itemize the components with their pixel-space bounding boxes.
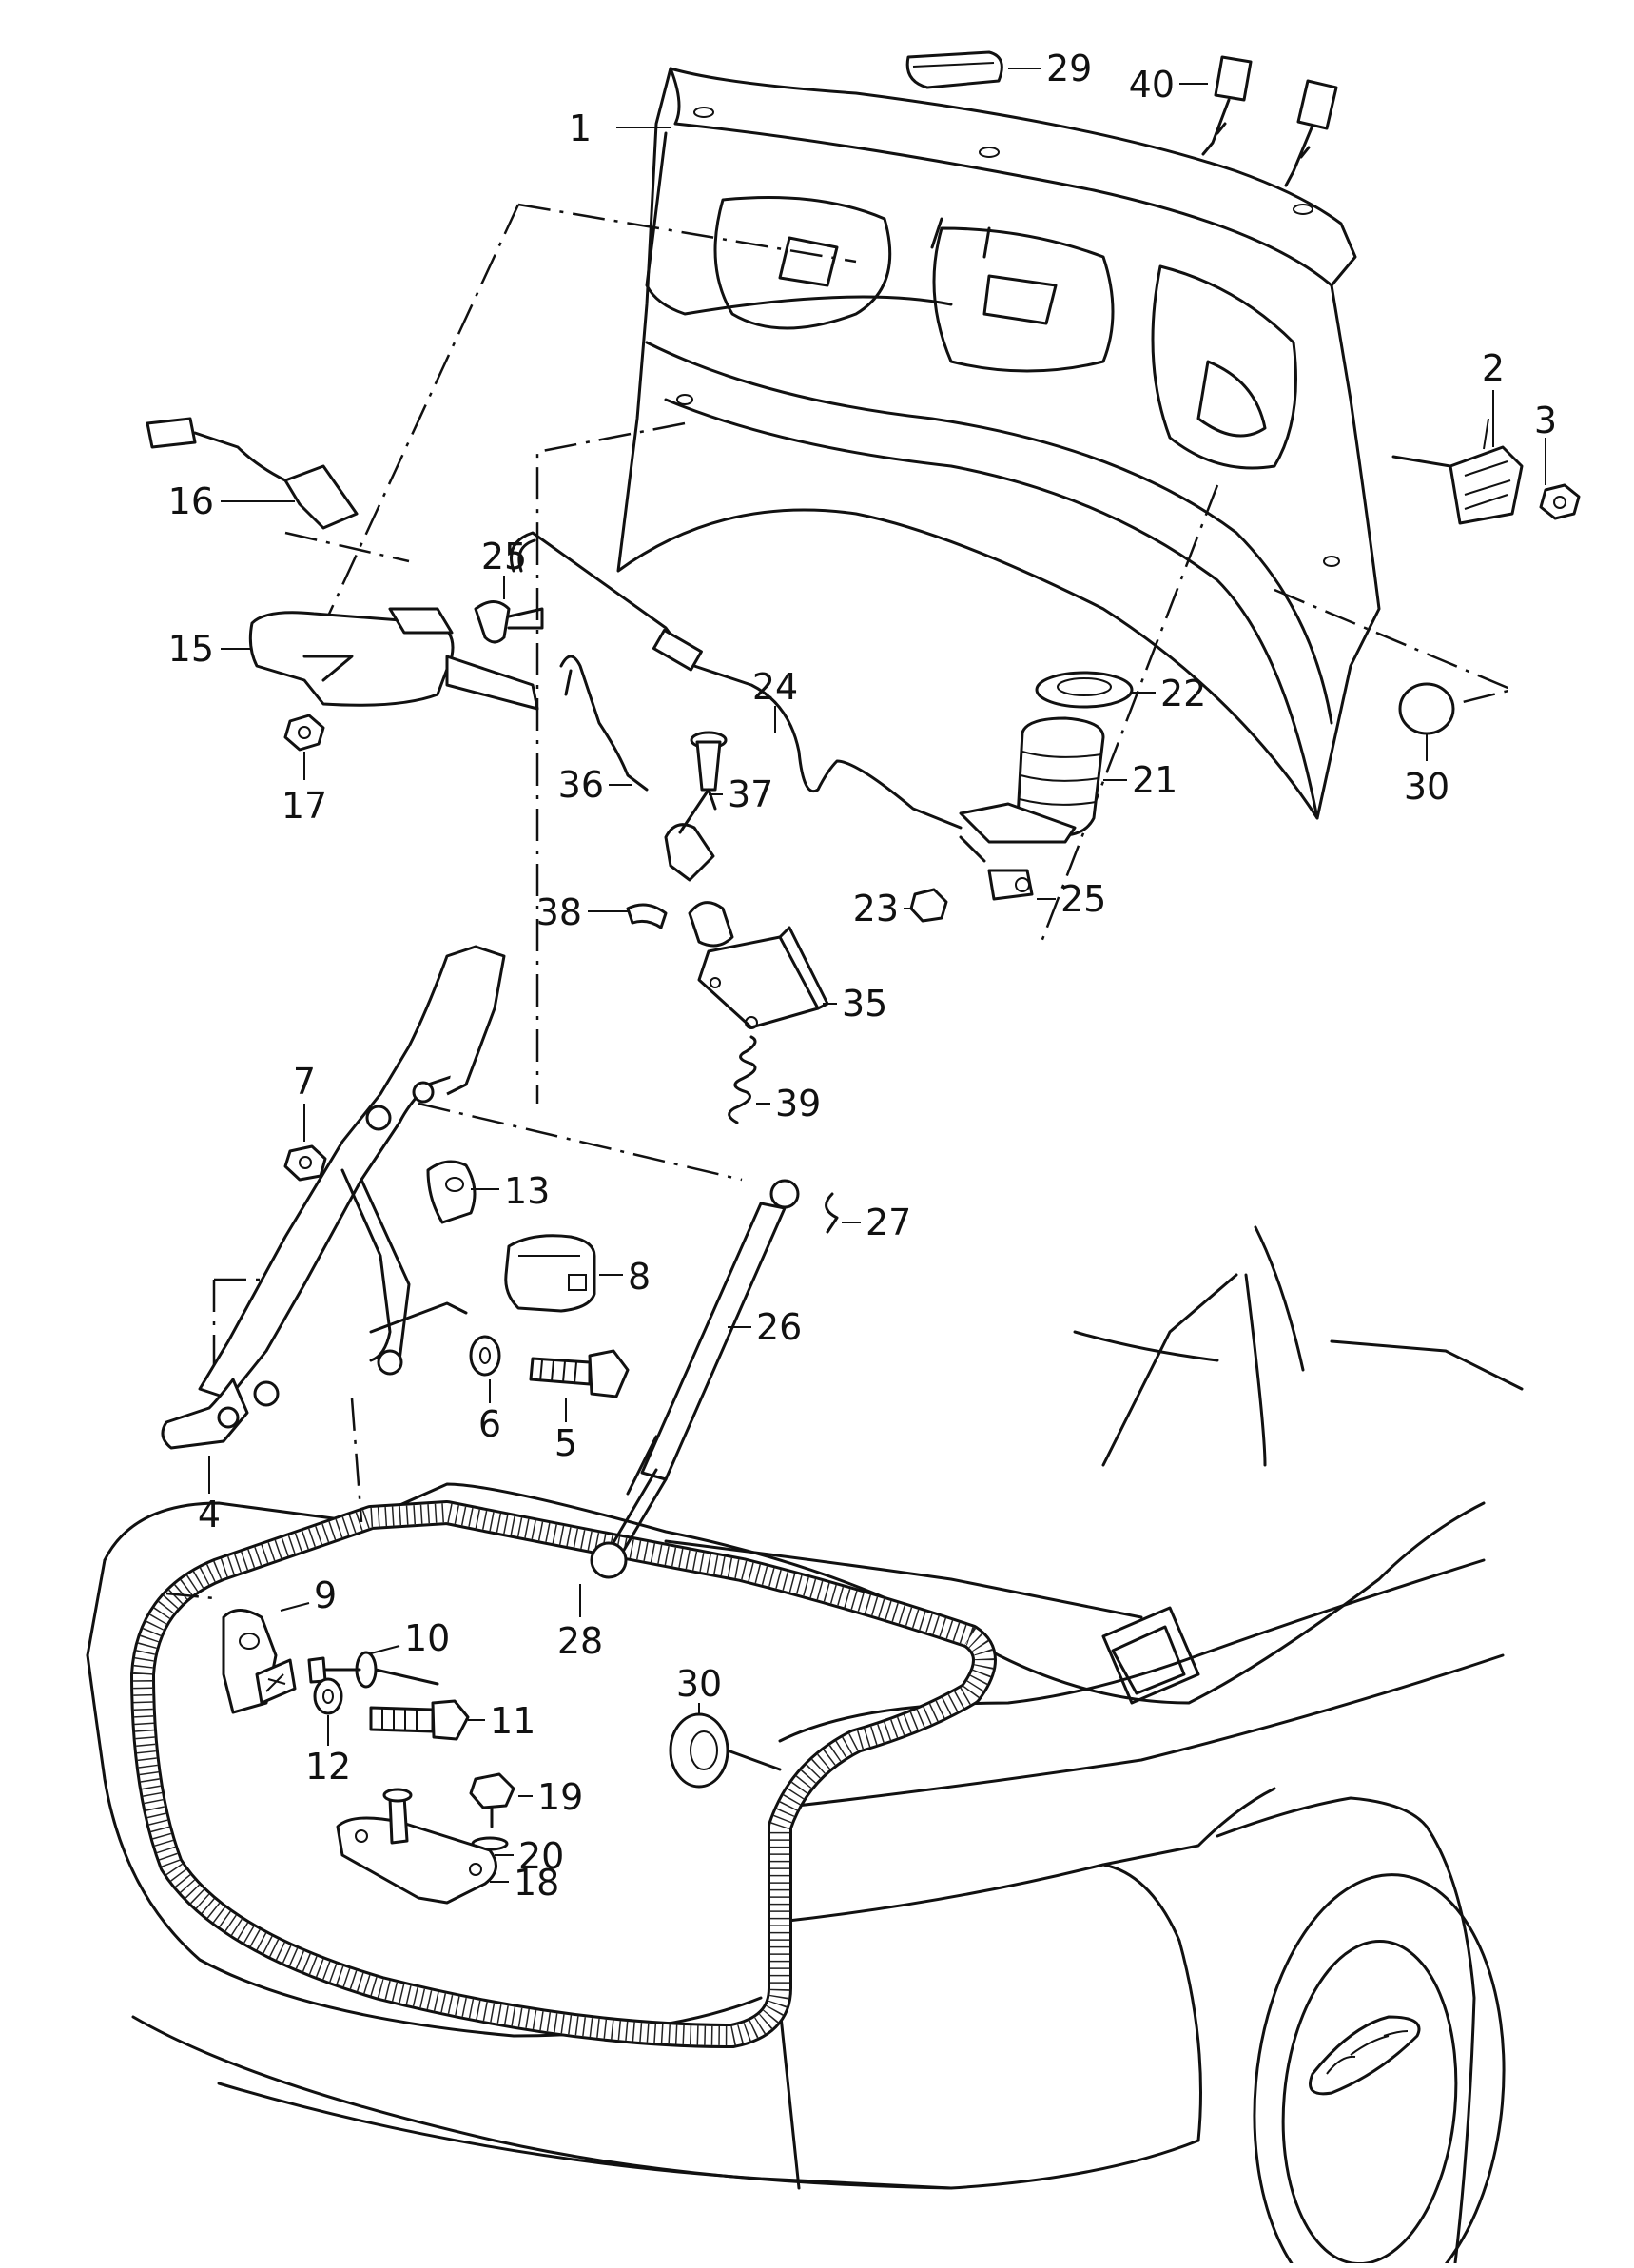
callout-11: 11 bbox=[490, 1700, 535, 1742]
part-38-clip bbox=[626, 903, 668, 929]
callout-35: 35 bbox=[842, 983, 887, 1025]
part-9-latch bbox=[222, 1609, 297, 1714]
part-5-bolt bbox=[529, 1349, 630, 1398]
part-30-grommet-lower bbox=[669, 1712, 782, 1789]
callout-30-lower: 30 bbox=[676, 1663, 722, 1705]
part-39-spring bbox=[728, 1035, 757, 1124]
car-rear-body bbox=[86, 1225, 1524, 2268]
callout-3: 3 bbox=[1534, 400, 1557, 441]
callout-2: 2 bbox=[1482, 347, 1505, 389]
callout-15: 15 bbox=[168, 628, 214, 670]
callout-28: 28 bbox=[557, 1620, 603, 1662]
trunk-weatherstrip-seal bbox=[130, 1500, 997, 2048]
part-16-connector bbox=[146, 417, 359, 530]
part-2-bracket bbox=[1391, 418, 1524, 525]
callout-1: 1 bbox=[569, 108, 592, 149]
callout-6: 6 bbox=[478, 1403, 501, 1445]
part-6-washer bbox=[469, 1335, 501, 1377]
callout-labels: 1 2 3 4 5 6 7 8 9 10 11 12 13 15 16 17 1… bbox=[168, 48, 1557, 1904]
callout-20: 20 bbox=[518, 1835, 564, 1877]
callout-12: 12 bbox=[305, 1746, 351, 1788]
callout-36: 36 bbox=[558, 764, 604, 806]
callout-17: 17 bbox=[282, 785, 327, 827]
callout-22: 22 bbox=[1160, 673, 1206, 714]
part-21-motor bbox=[959, 716, 1105, 863]
trunk-hinge bbox=[161, 945, 506, 1450]
callout-25-lower: 25 bbox=[1060, 878, 1106, 920]
callout-18: 18 bbox=[514, 1862, 559, 1904]
callout-37: 37 bbox=[728, 773, 773, 815]
part-17-nut bbox=[283, 714, 325, 752]
callout-21: 21 bbox=[1132, 759, 1177, 801]
part-23-nut bbox=[909, 888, 948, 923]
part-13-buffer bbox=[426, 1160, 477, 1224]
callout-24: 24 bbox=[752, 666, 798, 708]
part-40-keys bbox=[1179, 55, 1338, 187]
assembly-lines bbox=[165, 203, 1516, 1600]
part-18-striker-plate bbox=[336, 1788, 497, 1905]
part-37-pin bbox=[690, 731, 728, 792]
part-8-bumper bbox=[504, 1234, 596, 1313]
part-3-nut bbox=[1539, 483, 1581, 520]
part-19-nut bbox=[469, 1772, 515, 1828]
callout-10: 10 bbox=[404, 1617, 450, 1659]
callout-30-upper: 30 bbox=[1404, 766, 1449, 808]
part-7-nut bbox=[283, 1144, 327, 1182]
callout-27: 27 bbox=[866, 1202, 911, 1243]
callout-19: 19 bbox=[537, 1776, 583, 1818]
part-35-lock bbox=[664, 788, 829, 1029]
callout-40: 40 bbox=[1129, 64, 1175, 106]
trunk-lid bbox=[616, 67, 1381, 820]
part-26-gas-strut bbox=[590, 1179, 800, 1579]
callout-25-upper: 25 bbox=[481, 536, 527, 577]
callout-13: 13 bbox=[504, 1170, 550, 1212]
callout-39: 39 bbox=[775, 1083, 821, 1124]
callout-38: 38 bbox=[536, 891, 582, 933]
callout-29: 29 bbox=[1046, 48, 1092, 89]
callout-9: 9 bbox=[314, 1574, 337, 1616]
part-27-clip bbox=[825, 1192, 839, 1234]
part-24-cable bbox=[510, 531, 963, 830]
callout-5: 5 bbox=[554, 1422, 577, 1464]
callout-16: 16 bbox=[168, 480, 214, 522]
part-25-clip-upper bbox=[474, 600, 544, 644]
part-11-bolt bbox=[369, 1699, 470, 1741]
part-12-washer bbox=[313, 1677, 343, 1715]
callout-23: 23 bbox=[853, 888, 899, 929]
callout-8: 8 bbox=[628, 1256, 651, 1298]
part-22-grommet bbox=[1035, 671, 1134, 709]
part-15-catch bbox=[248, 607, 539, 711]
part-29-rubber-stop bbox=[905, 50, 1041, 89]
part-10-bolt bbox=[307, 1651, 439, 1689]
part-25-clip-lower bbox=[987, 869, 1034, 901]
callout-4: 4 bbox=[198, 1494, 221, 1535]
leader-lines bbox=[208, 127, 1546, 1883]
callout-26: 26 bbox=[756, 1306, 802, 1348]
part-30-cap-upper bbox=[1398, 682, 1455, 735]
callout-7: 7 bbox=[293, 1061, 316, 1103]
part-36-rod bbox=[559, 655, 649, 792]
